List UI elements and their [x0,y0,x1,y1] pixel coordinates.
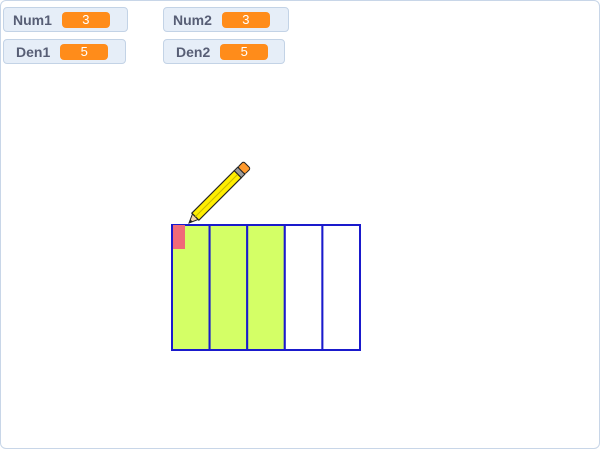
monitor-label: Num2 [173,11,212,28]
monitor-label: Den2 [176,43,211,60]
monitor-value: 5 [60,43,109,60]
monitor-den2[interactable]: Den2 5 [163,39,285,64]
monitor-den1[interactable]: Den1 5 [3,39,126,64]
monitor-num1[interactable]: Num1 3 [3,7,128,32]
monitor-value: 3 [221,11,270,28]
monitor-num2[interactable]: Num2 3 [163,7,289,32]
monitor-value: 5 [220,43,269,60]
monitor-label: Den1 [16,43,51,60]
monitor-value: 3 [61,11,110,28]
monitor-label: Num1 [13,11,52,28]
